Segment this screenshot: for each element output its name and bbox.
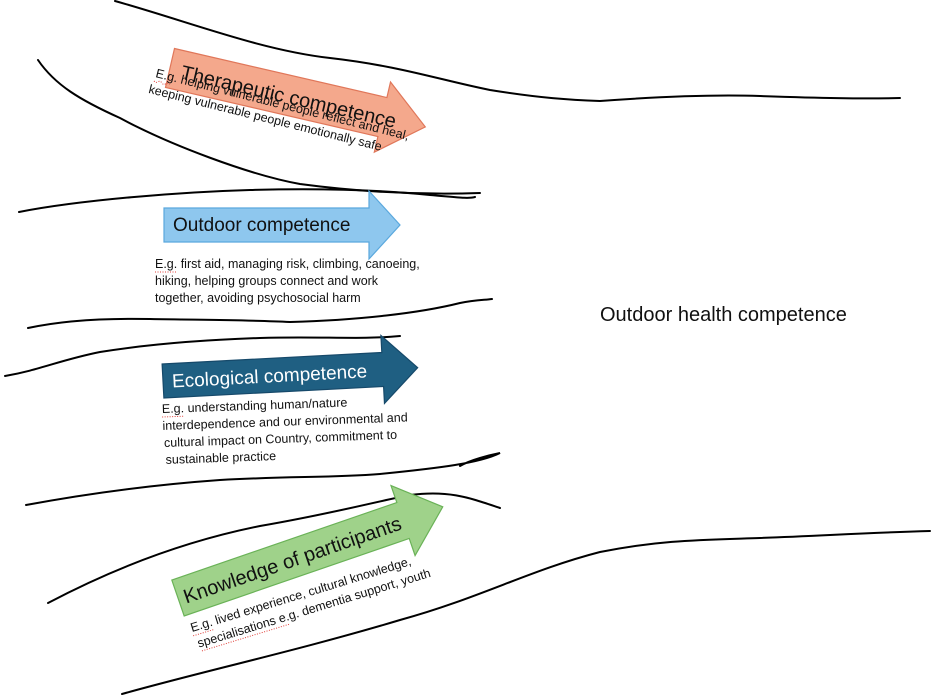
boundary-line <box>27 298 493 329</box>
boundary-line <box>18 188 476 213</box>
outdoor-example-text: E.g. first aid, managing risk, climbing,… <box>155 257 420 305</box>
ecological-example-line: E.g. understanding human/nature <box>162 396 348 416</box>
boundary-line <box>25 452 501 506</box>
ecological-competence-group: Ecological competence <box>161 334 419 405</box>
ecological-example-line: sustainable practice <box>165 449 276 467</box>
outdoor-competence-group: Outdoor competence <box>163 189 401 261</box>
boundary-line <box>114 0 901 103</box>
outdoor-label: Outdoor competence <box>173 215 350 236</box>
spellcheck-underline <box>153 80 170 86</box>
boundary-lines <box>4 0 931 695</box>
spellcheck-underline <box>162 415 185 418</box>
outdoor-example-line: together, avoiding psychosocial harm <box>155 291 361 305</box>
boundary-line <box>121 530 931 695</box>
outdoor-arrow <box>163 189 401 261</box>
therapeutic-arrow <box>164 47 427 154</box>
boundary-line <box>4 335 401 377</box>
knowledge-arrow <box>171 484 444 617</box>
outdoor-health-competence-title: Outdoor health competence <box>600 304 847 326</box>
outdoor-example-line: hiking, helping groups connect and work <box>155 274 379 288</box>
ecological-example-text: E.g. understanding human/nature interdep… <box>162 396 408 467</box>
ecological-arrow <box>161 334 419 405</box>
boundary-line <box>47 492 501 604</box>
outdoor-example-line: E.g. first aid, managing risk, climbing,… <box>155 257 420 271</box>
